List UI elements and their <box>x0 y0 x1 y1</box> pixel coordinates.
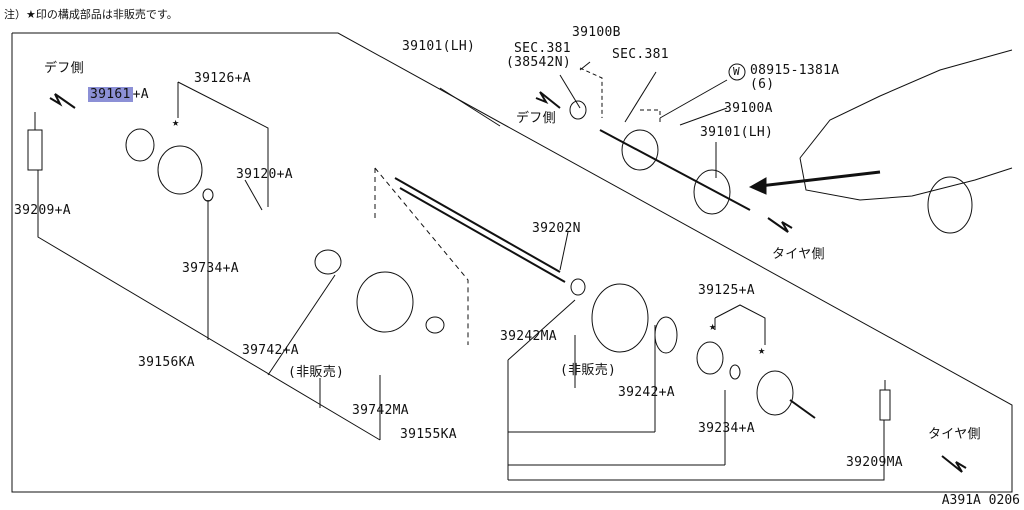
not-sold-1: (非販売) <box>288 365 345 380</box>
part-sec381-a[interactable]: SEC.381 <box>514 41 571 56</box>
star-mark-2: ★ <box>709 319 716 333</box>
part-08915[interactable]: 08915-1381A <box>750 63 840 78</box>
leader-39742a <box>267 274 336 376</box>
part-39161-suffix: +A <box>132 87 149 102</box>
part-39161-highlight[interactable]: 39161 <box>88 87 133 102</box>
label-diff-side-left: デフ側 <box>44 61 84 76</box>
part-39126[interactable]: 39126+A <box>194 71 251 86</box>
part-39209A[interactable]: 39209+A <box>14 203 71 218</box>
frame-outline <box>11 32 1013 493</box>
reference-code: A391A 0206 <box>941 493 1020 508</box>
part-39101-mid[interactable]: 39101(LH) <box>700 125 774 140</box>
leader-39101-top <box>439 87 501 127</box>
part-39734[interactable]: 39734+A <box>182 261 239 276</box>
part-39742-a[interactable]: 39742+A <box>242 343 299 358</box>
not-sold-2: (非販売) <box>560 363 617 378</box>
label-diff-side-right: デフ側 <box>516 111 556 126</box>
part-39742MA[interactable]: 39742MA <box>352 403 409 418</box>
part-39155KA[interactable]: 39155KA <box>400 427 457 442</box>
part-39202N[interactable]: 39202N <box>532 221 581 236</box>
part-39101-top[interactable]: 39101(LH) <box>402 39 476 54</box>
part-sec381-a-sub: (38542N) <box>506 55 572 70</box>
bracket-39126 <box>177 81 269 207</box>
part-39234[interactable]: 39234+A <box>698 421 755 436</box>
star-mark-3: ★ <box>758 343 765 357</box>
bracket-39125 <box>714 304 766 345</box>
part-39156KA[interactable]: 39156KA <box>138 355 195 370</box>
part-39125[interactable]: 39125+A <box>698 283 755 298</box>
star-mark-1: ★ <box>172 115 179 129</box>
w-icon: W <box>733 65 740 78</box>
bracket-39209MA <box>508 420 885 481</box>
part-39209MA[interactable]: 39209MA <box>846 455 903 470</box>
part-39242MA[interactable]: 39242MA <box>500 329 557 344</box>
part-39161[interactable]: 39161+A <box>88 87 149 102</box>
note-text: 注）★印の構成部品は非販売です。 <box>4 8 178 21</box>
part-39120[interactable]: 39120+A <box>236 167 293 182</box>
part-39100A[interactable]: 39100A <box>724 101 773 116</box>
part-sec381-b[interactable]: SEC.381 <box>612 47 669 62</box>
label-tire-side-bottom: タイヤ側 <box>928 427 981 442</box>
part-39100B[interactable]: 39100B <box>572 25 621 40</box>
part-39242A[interactable]: 39242+A <box>618 385 675 400</box>
label-tire-side-top: タイヤ側 <box>772 247 825 262</box>
bracket-39209 <box>37 170 381 441</box>
part-08915-qty: (6) <box>750 77 775 92</box>
